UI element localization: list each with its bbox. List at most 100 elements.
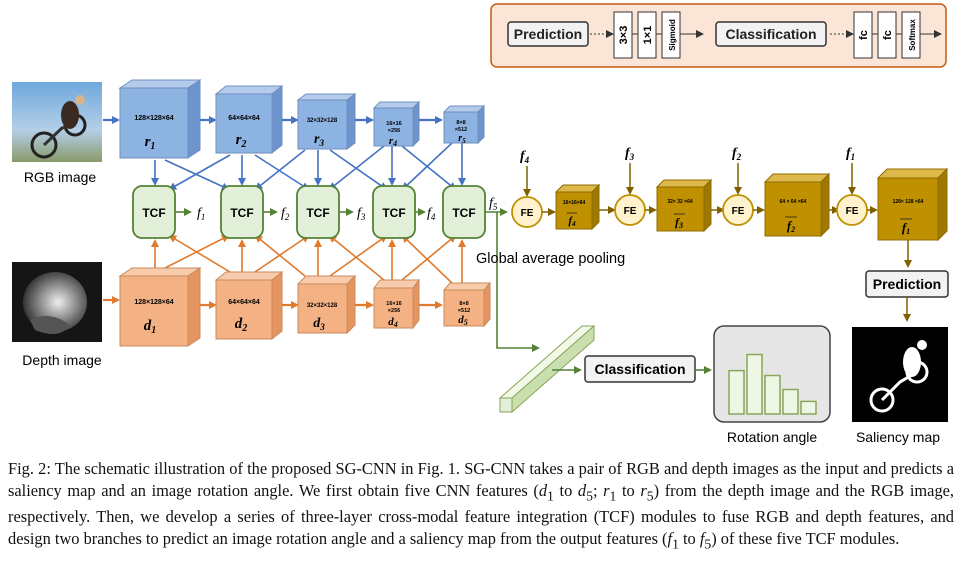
caption-to-2: to [616, 480, 641, 500]
decoder-block-2: 64 × 64 ×64 f2 [763, 172, 831, 238]
svg-text:f2: f2 [787, 218, 795, 234]
caption-d5: d [577, 480, 587, 500]
tcf-output-f1-sub: 1 [201, 212, 206, 222]
tcf-output-f4-sub: 4 [431, 212, 436, 222]
rgb-encoder: 128×128×64 r1 64×64×64 r2 32×32×128 r3 1… [118, 79, 486, 159]
decoder-block-1-dims: 128× 128 ×64 [893, 199, 924, 205]
rgb-block-5-sub: 5 [462, 137, 466, 145]
rgb-block-4-dims-a: 16×16 [386, 121, 401, 127]
svg-text:r3: r3 [314, 132, 324, 148]
svg-text:f3: f3 [625, 146, 635, 162]
fe-module-4: FE [836, 194, 868, 226]
fe-2-label: FE [624, 206, 637, 217]
caption-f1-sub: 1 [672, 536, 679, 552]
rotation-angle-label: Rotation angle [727, 429, 818, 445]
decoder-block-2-dims: 64 × 64 ×64 [780, 199, 807, 205]
tcf-output-f2-sub: 2 [285, 212, 290, 222]
depth-block-1-dims: 128×128×64 [134, 299, 173, 306]
depth-image [12, 262, 102, 342]
fe-module-1: FE [511, 196, 543, 228]
fe-input-f3-sub: 3 [629, 152, 635, 162]
depth-block-3-name: d [313, 316, 321, 331]
decoder-block-2-sub: 2 [790, 225, 795, 234]
caption-part-2: ) from the depth image and the RGB image… [8, 480, 955, 548]
svg-text:r2: r2 [236, 132, 247, 150]
depth-block-1-name: d [144, 318, 152, 334]
fe-input-f4-sub: 4 [524, 155, 530, 165]
tcf-row: TCF f1 TCF f2 TCF f3 TCF f4 TCF f5 [132, 185, 498, 239]
decoder-block-4: 16×16×64 f4 [554, 183, 601, 231]
tcf-1-label: TCF [142, 206, 165, 220]
rgb-block-2: 64×64×64 r2 [214, 84, 284, 155]
depth-block-3-sub: 3 [319, 322, 325, 332]
svg-text:d4: d4 [388, 316, 398, 329]
depth-block-5-sub: 5 [464, 318, 468, 327]
layer-sigmoid-label: Sigmoid [668, 19, 677, 51]
caption-part-3: ) of these five TCF modules. [711, 528, 900, 548]
rgb-block-5-dims-a: 8×8 [456, 120, 465, 126]
rgb-to-tcf-connections [151, 142, 466, 191]
caption-f5: f [699, 528, 705, 548]
rgb-block-4-name: r [389, 135, 394, 147]
decoder-block-3-sub: 3 [678, 221, 683, 230]
tcf-output-f3-name: f [357, 206, 363, 221]
legend-box: Prediction 3×3 1×1 Sigmoid Classificatio… [490, 3, 947, 68]
decoder-block-3: 32× 32 ×64 f3 [655, 178, 713, 233]
rotation-bar-2 [746, 353, 763, 415]
svg-text:f1: f1 [846, 146, 855, 162]
legend-prediction-label: Prediction [514, 26, 582, 42]
rgb-block-5: 8×8 ×512 r5 [442, 104, 486, 145]
caption-to-3: to [678, 528, 700, 548]
rgb-block-2-name: r [236, 132, 242, 148]
fe-module-2: FE [614, 194, 646, 226]
rgb-block-3-name: r [314, 132, 320, 147]
tcf-output-f5-sub: 5 [493, 202, 498, 212]
fe-input-f2-sub: 2 [736, 152, 742, 162]
tcf-module-4: TCF [372, 185, 416, 239]
fe-input-f1-sub: 1 [851, 152, 856, 162]
rgb-block-4-sub: 4 [392, 139, 397, 148]
fe-input-f1-name: f [846, 146, 852, 161]
saliency-map [852, 327, 948, 422]
fe-input-f4-name: f [520, 149, 526, 164]
depth-block-2-dims: 64×64×64 [228, 299, 260, 306]
depth-block-5-name: d [458, 314, 464, 326]
depth-block-5: 8×8 ×512 d5 [442, 281, 492, 328]
rgb-block-1-dims: 128×128×64 [134, 115, 173, 122]
svg-text:f4: f4 [427, 206, 436, 222]
fe-input-f3-name: f [625, 146, 631, 161]
tcf-output-f4-name: f [427, 206, 433, 221]
rgb-block-2-dims: 64×64×64 [228, 115, 260, 122]
rgb-block-1-sub: 1 [150, 141, 155, 152]
depth-block-3-dims: 32×32×128 [307, 303, 338, 309]
decoder-block-4-dims: 16×16×64 [563, 200, 586, 206]
rotation-bar-5 [800, 400, 817, 415]
caption-d1: d [538, 480, 548, 500]
depth-block-2-name: d [235, 316, 243, 332]
svg-text:f3: f3 [357, 206, 366, 222]
rgb-block-3-sub: 3 [318, 138, 324, 148]
depth-block-4-name: d [388, 316, 394, 328]
classification-label: Classification [594, 361, 685, 377]
caption-part-1: Fig. 2: The schematic illustration of th… [8, 459, 954, 500]
decoder-block-3-dims: 32× 32 ×64 [667, 199, 693, 205]
depth-block-2-sub: 2 [241, 323, 247, 334]
svg-text:f2: f2 [281, 206, 290, 222]
legend-classification-label: Classification [725, 26, 816, 42]
rotation-bar-3 [764, 374, 781, 415]
layer-1x1-label: 1×1 [642, 26, 654, 45]
depth-to-tcf-connections [151, 234, 466, 284]
fe-input-f2-name: f [732, 146, 738, 161]
rgb-image [12, 82, 102, 162]
prediction-head: Prediction [865, 270, 949, 298]
svg-text:r1: r1 [145, 134, 156, 152]
caption-r1: r [603, 480, 610, 500]
svg-text:f2: f2 [732, 146, 742, 162]
caption-to-1: to [553, 480, 578, 500]
tcf-module-3: TCF [296, 185, 340, 239]
tcf-module-5: TCF [442, 185, 486, 239]
rgb-block-5-name: r [458, 133, 462, 144]
caption-r1-sub: 1 [609, 487, 617, 503]
svg-text:f1: f1 [902, 220, 910, 236]
svg-text:d1: d1 [144, 318, 157, 336]
